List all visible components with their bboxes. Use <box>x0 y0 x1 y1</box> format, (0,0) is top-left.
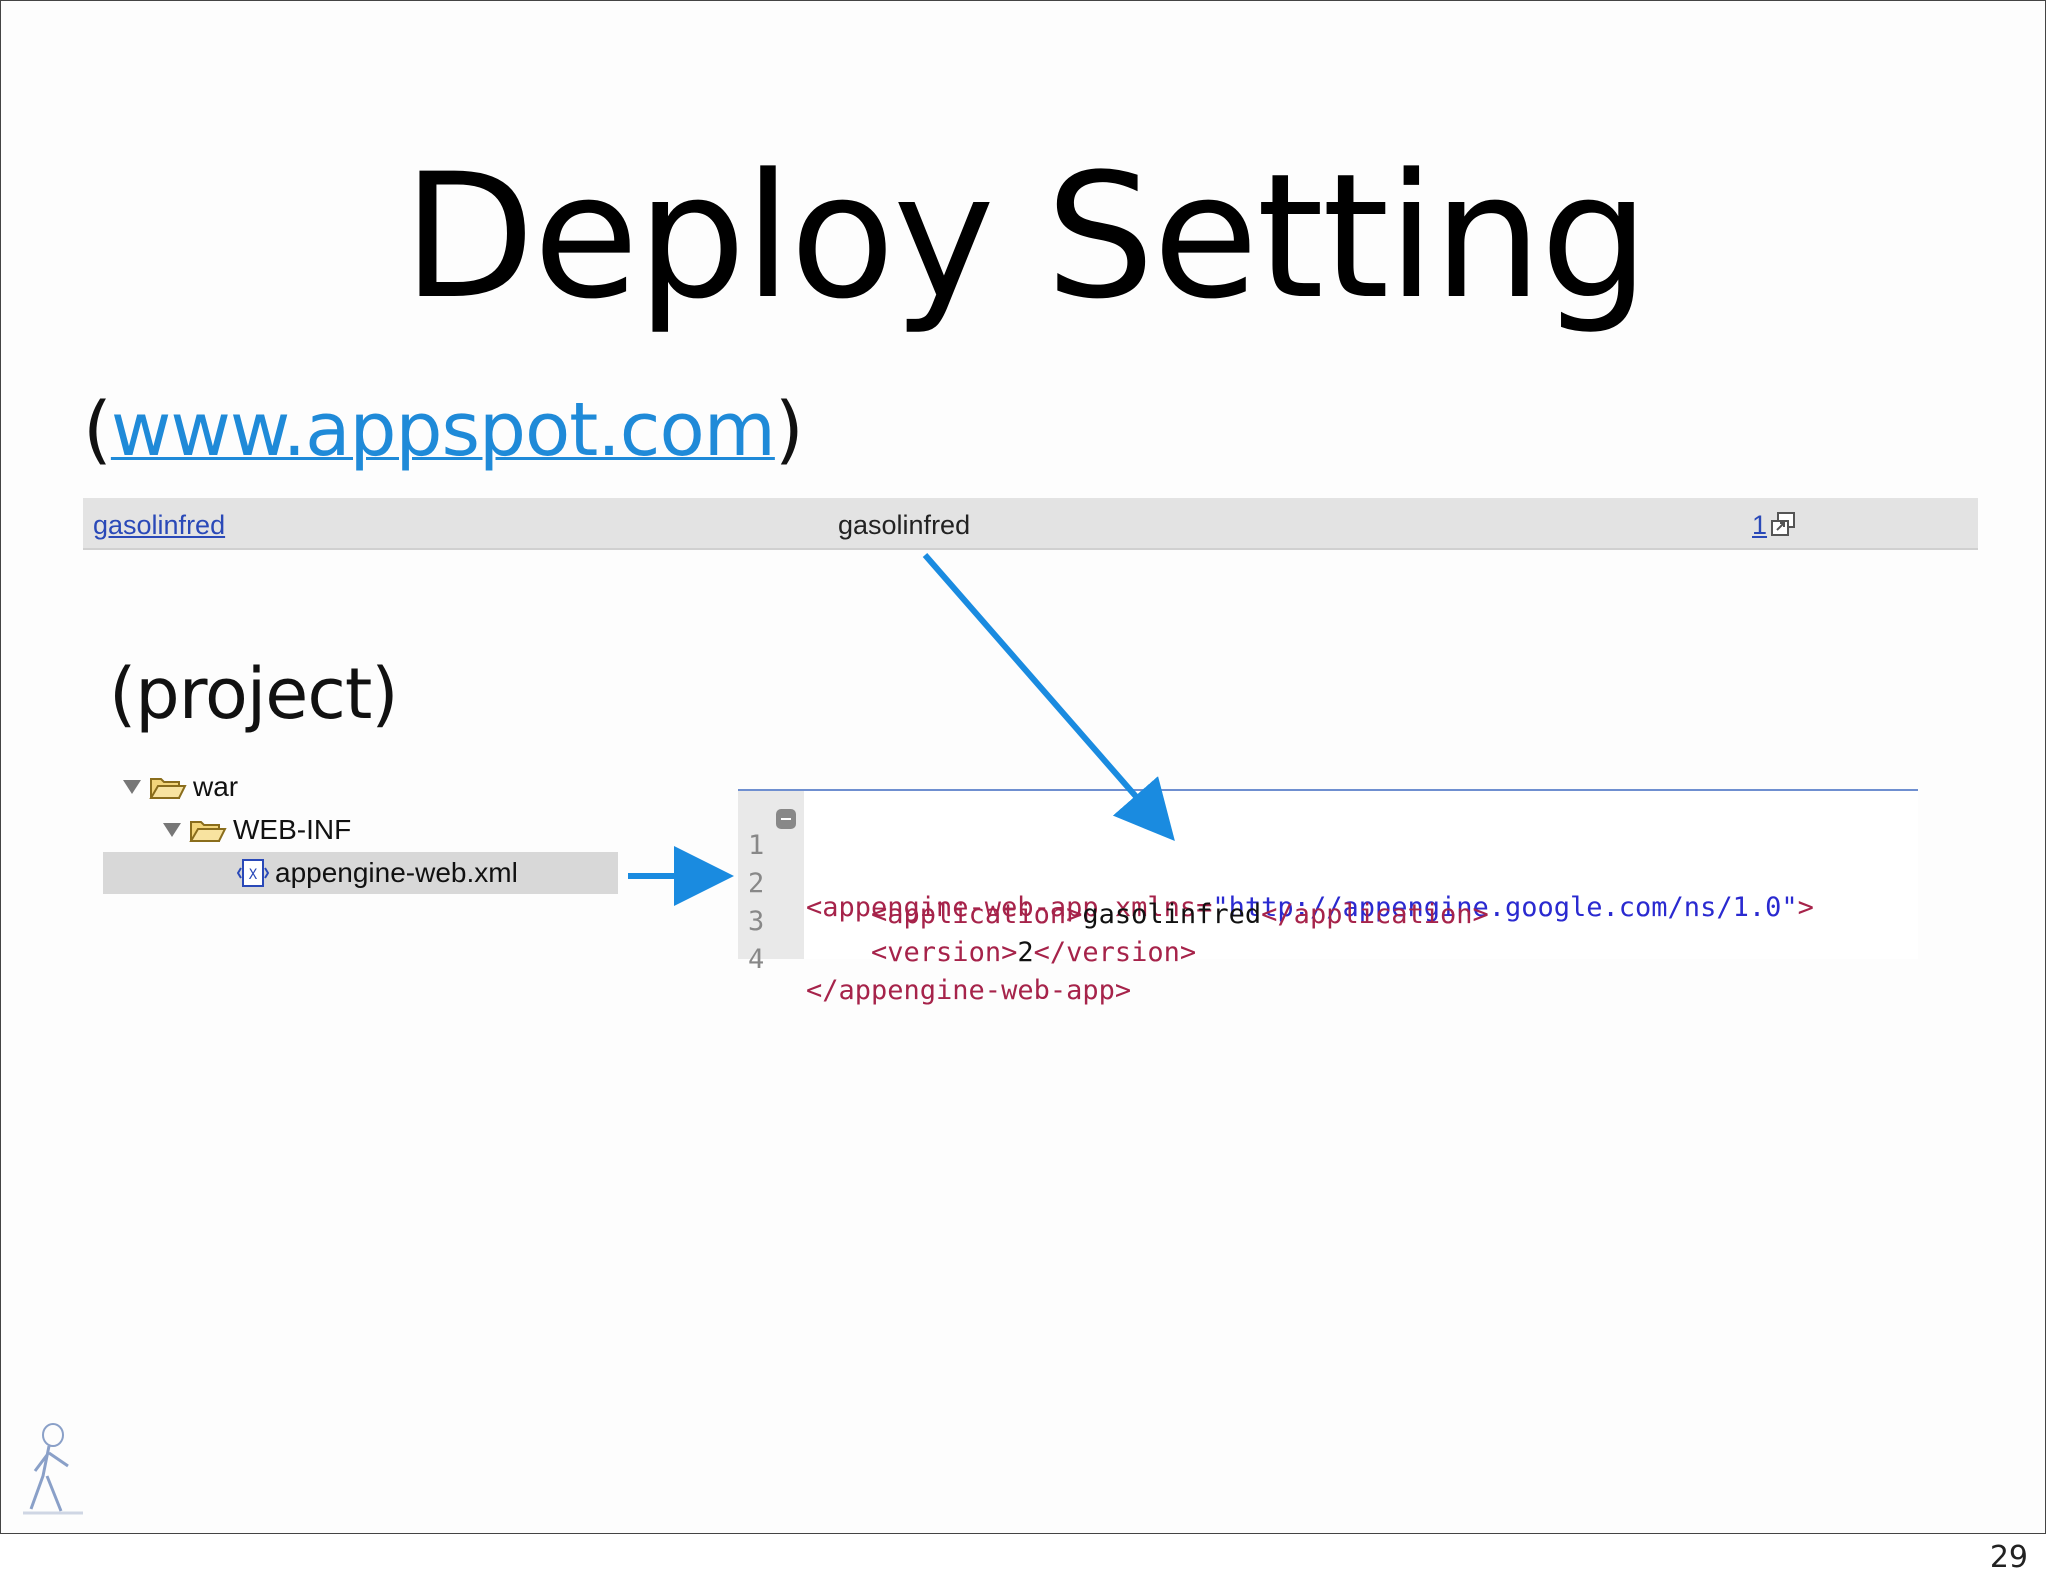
xml-code-editor[interactable]: 1 <appengine-web-app xmlns="http://appen… <box>738 789 1918 1006</box>
url-close-paren: ) <box>774 387 804 473</box>
xml-attribute: xmlns= <box>1114 892 1213 923</box>
line-number: 4 <box>748 944 765 975</box>
version-value: 2 <box>1017 937 1034 968</box>
code-line[interactable]: 3 <version>2</version> <box>738 875 1196 968</box>
app-version-link[interactable]: 1 <box>1752 510 1768 540</box>
xml-tag: </version> <box>1033 937 1197 968</box>
appspot-app-row: gasolinfred gasolinfred 1 <box>83 498 1978 550</box>
app-id-link[interactable]: gasolinfred <box>93 510 226 540</box>
mascot-figure-icon <box>23 1423 83 1515</box>
folder-open-icon <box>189 821 227 842</box>
url-open-paren: ( <box>83 387 112 473</box>
xml-tag: </appengine-web-app> <box>806 975 1132 1006</box>
svg-text:X: X <box>249 867 258 883</box>
expand-arrow-icon[interactable] <box>123 780 141 794</box>
xml-attribute-value: "http://appengine.google.com/ns/1.0" <box>1212 892 1798 923</box>
fold-collapse-icon[interactable] <box>776 809 796 829</box>
slide: Deploy Setting (www.appspot.com) gasolin… <box>0 0 2046 1534</box>
app-title: gasolinfred <box>838 510 971 540</box>
xml-tag: <application> <box>871 899 1083 930</box>
external-window-icon[interactable] <box>1769 511 1797 539</box>
line-number: 2 <box>748 868 765 899</box>
xml-tag: </application> <box>1261 899 1489 930</box>
project-label: (project) <box>109 653 399 735</box>
project-file-tree: war WEB-INF X appengine-web.xml <box>101 766 621 906</box>
xml-tag: > <box>1797 892 1814 923</box>
code-line[interactable]: 2 <application>gasolinfred</application> <box>738 837 1489 930</box>
folder-open-icon <box>149 778 187 799</box>
code-line[interactable]: 4 </appengine-web-app> <box>738 913 1131 1006</box>
xml-tag: <version> <box>871 937 1018 968</box>
tree-item-web-inf[interactable]: WEB-INF <box>163 809 351 851</box>
appspot-link[interactable]: www.appspot.com <box>110 387 776 473</box>
tree-item-label: war <box>193 771 239 802</box>
application-id-value: gasolinfred <box>1082 899 1262 930</box>
slide-title: Deploy Setting <box>402 136 1650 337</box>
line-number: 3 <box>748 906 765 937</box>
url-line: (www.appspot.com) <box>83 393 804 467</box>
expand-arrow-icon[interactable] <box>163 823 181 837</box>
xml-tag: <appengine-web-app <box>806 892 1115 923</box>
tree-item-label: WEB-INF <box>233 814 352 845</box>
xml-file-icon: X <box>237 859 269 887</box>
tree-item-war[interactable]: war <box>123 766 238 808</box>
page-number: 29 <box>1989 1540 2028 1575</box>
line-number: 1 <box>748 830 765 861</box>
tree-item-appengine-web-xml[interactable]: X appengine-web.xml <box>103 852 618 894</box>
tree-item-label: appengine-web.xml <box>275 857 518 888</box>
code-line[interactable]: 1 <appengine-web-app xmlns="http://appen… <box>738 799 1814 923</box>
